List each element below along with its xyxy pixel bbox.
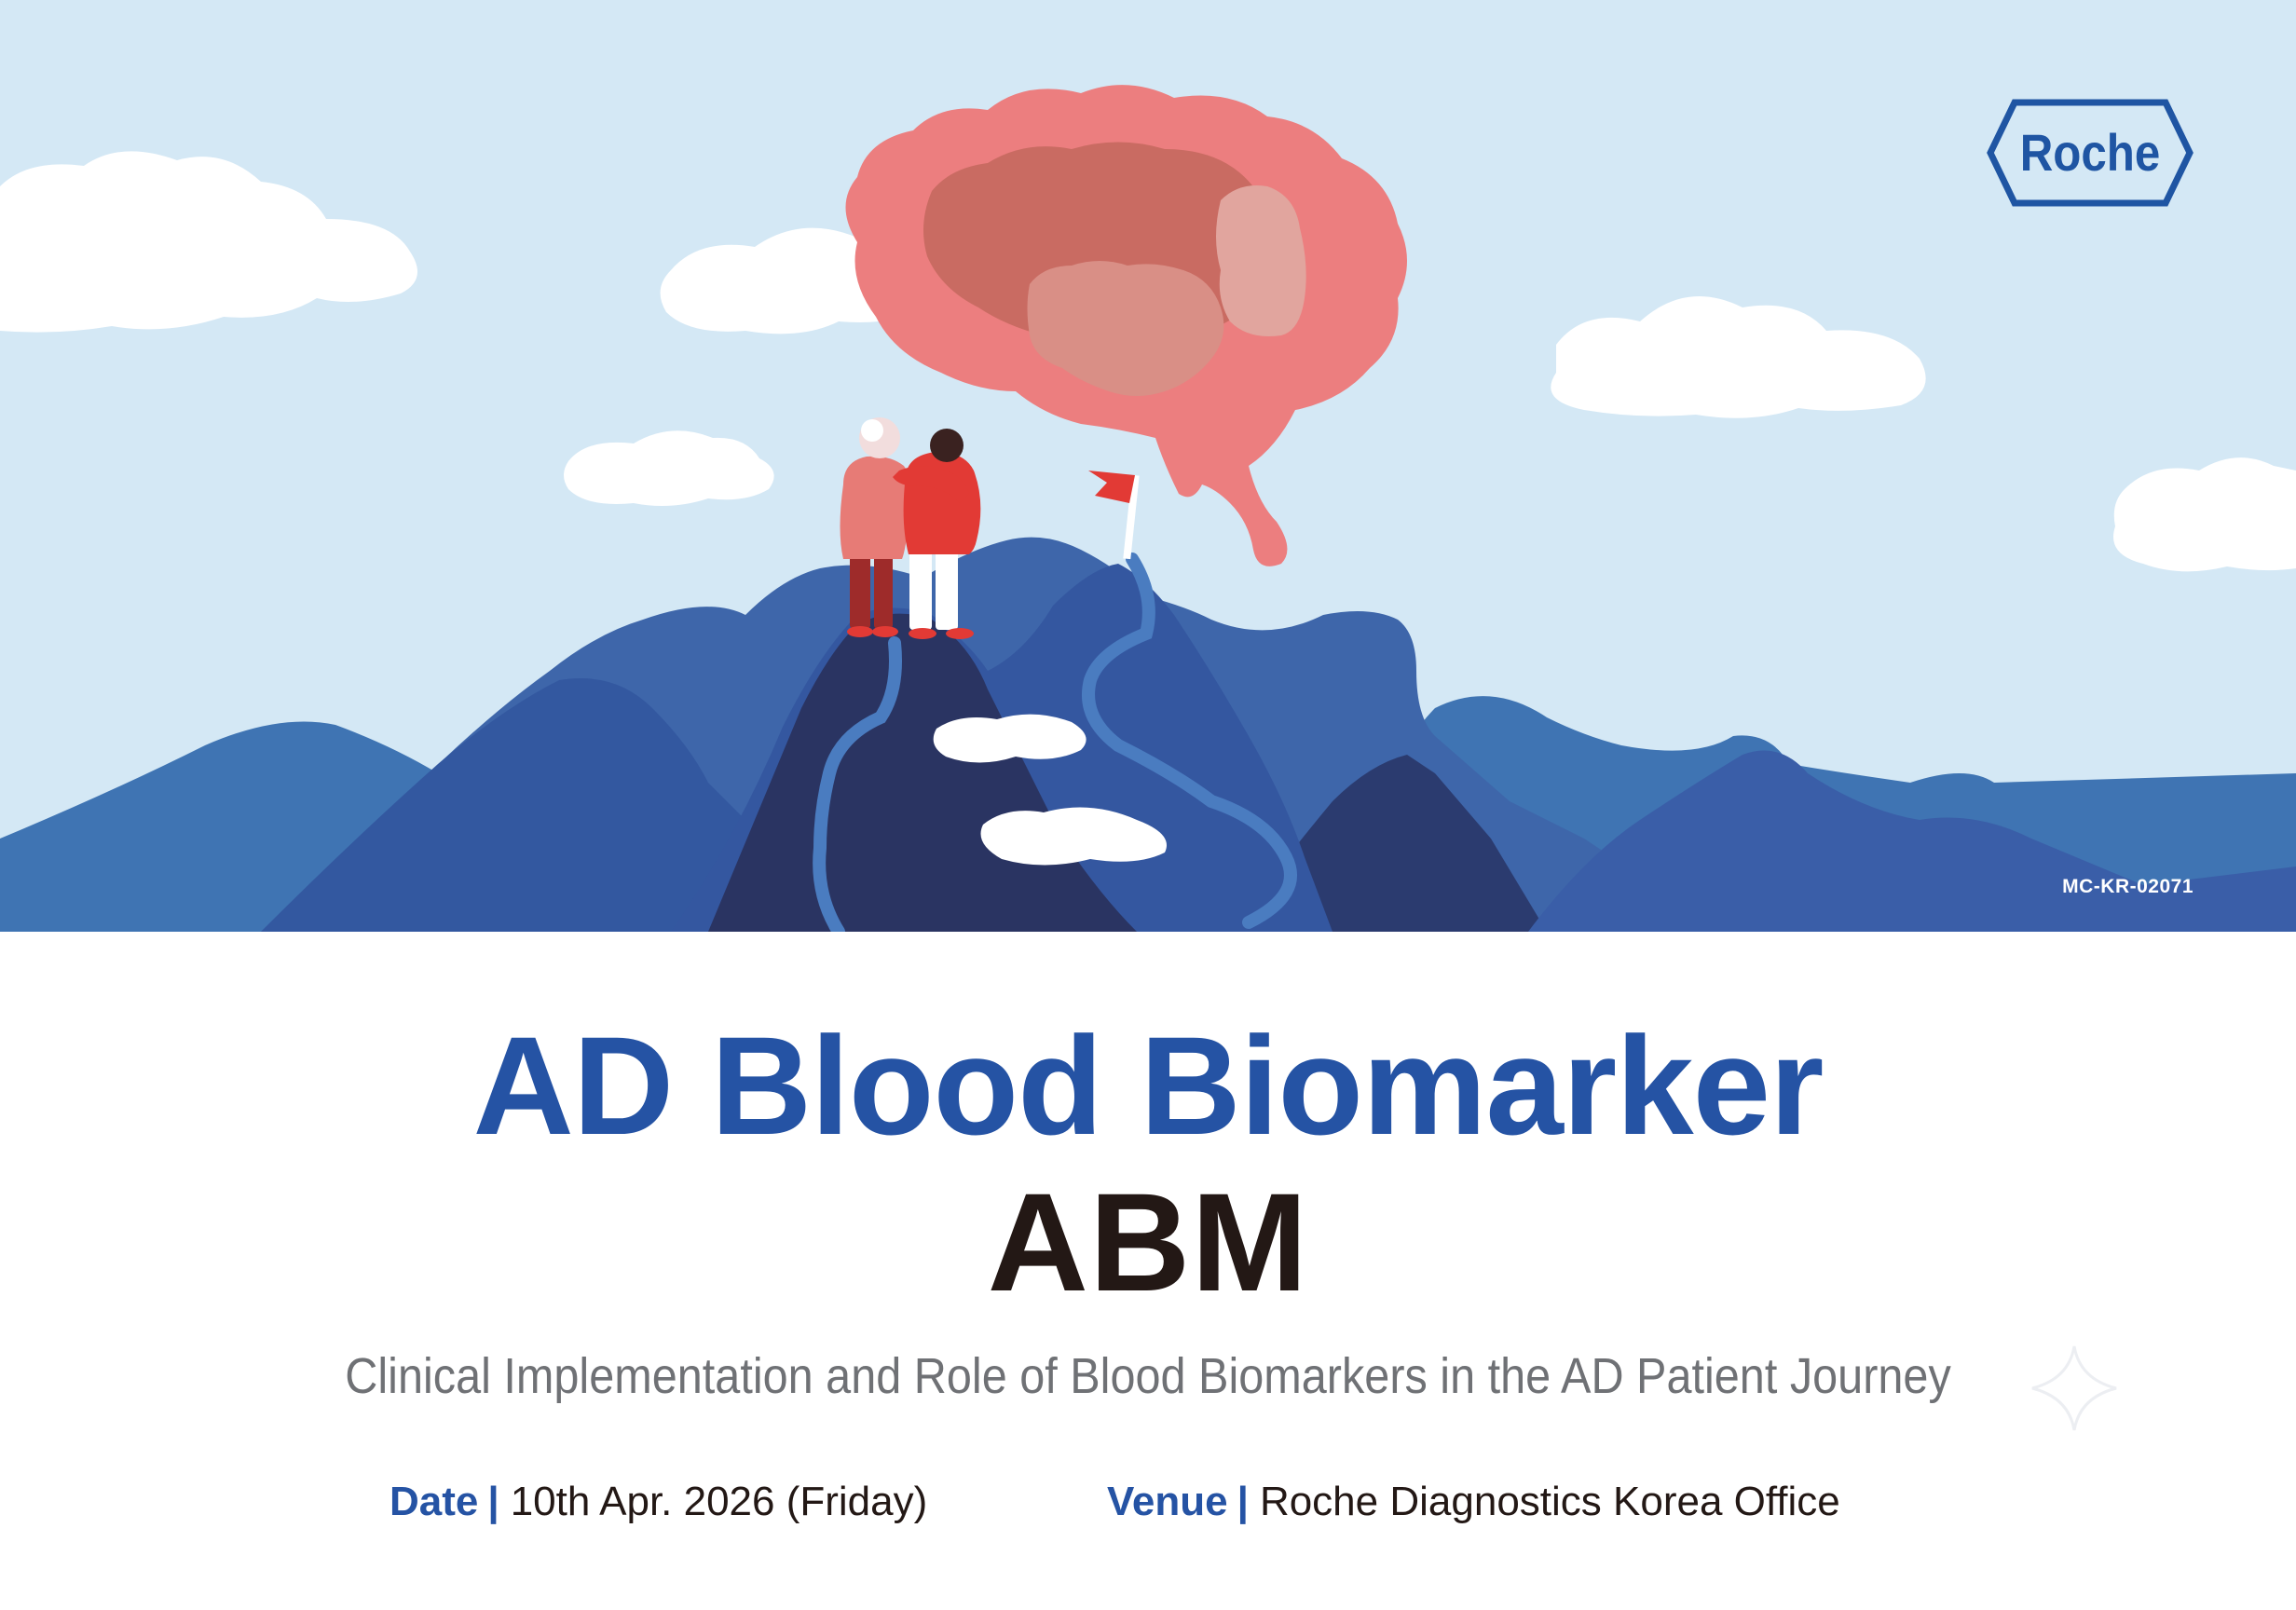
event-abbreviation: ABM — [987, 1164, 1309, 1320]
hero-illustration: Roche MC-KR-02071 — [0, 0, 2296, 932]
venue-label: Venue — [1107, 1479, 1228, 1524]
summit-flag — [1088, 471, 1140, 560]
event-subtitle: Clinical Implementation and Role of Bloo… — [345, 1348, 1951, 1404]
roche-logo: Roche — [1987, 99, 2194, 207]
mountain-scene — [0, 0, 2296, 932]
hexagon-logo-icon — [1987, 99, 2194, 207]
date-value: 10th Apr. 2026 (Friday) — [510, 1479, 928, 1524]
venue-info: Venue|Roche Diagnostics Korea Office — [1107, 1472, 1840, 1532]
logo-text: Roche — [2019, 123, 2161, 182]
left-slope — [261, 678, 801, 932]
date-separator: | — [487, 1479, 499, 1524]
sparkle-icon — [2028, 1342, 2121, 1435]
event-title: AD Blood Biomarker — [472, 1007, 1824, 1164]
date-label: Date — [390, 1479, 479, 1524]
date-info: Date|10th Apr. 2026 (Friday) — [390, 1472, 927, 1532]
venue-value: Roche Diagnostics Korea Office — [1259, 1479, 1840, 1524]
venue-separator: | — [1237, 1479, 1249, 1524]
reference-code: MC-KR-02071 — [2062, 876, 2194, 897]
snow-patches — [933, 714, 1167, 866]
two-people — [840, 417, 981, 639]
winding-paths — [813, 553, 1297, 932]
far-right-mountain — [1528, 750, 2296, 932]
brain-cloud — [845, 85, 1407, 566]
